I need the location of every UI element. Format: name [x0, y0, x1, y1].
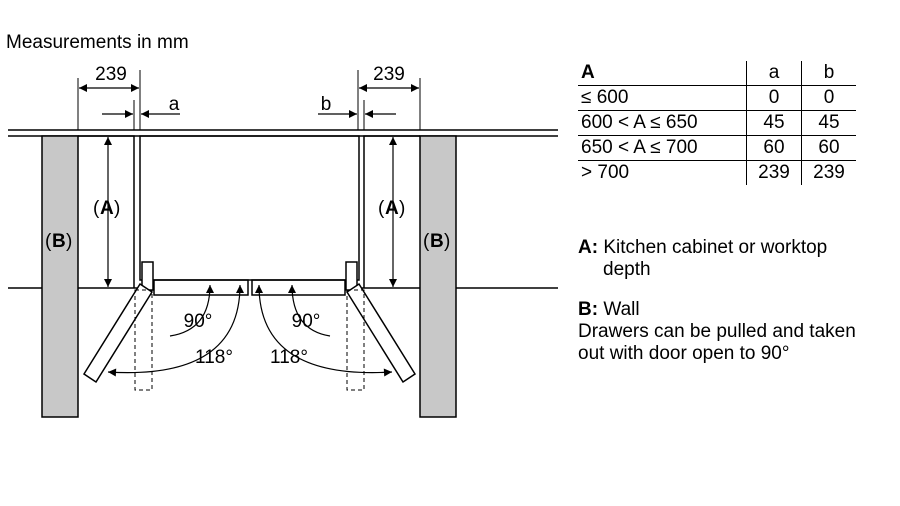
angle-90-right-label: 90°	[292, 311, 321, 332]
legend-a-key: A:	[578, 237, 599, 258]
angle-118-left-label: 118°	[195, 347, 233, 368]
svg-text:(: (	[378, 198, 385, 219]
legend-a-text: Kitchen cabinet or worktop	[603, 237, 828, 258]
gap-a-label: a	[169, 94, 180, 115]
svg-text:): )	[444, 231, 450, 252]
table-cell: > 700	[581, 162, 630, 183]
label-b-left: ( B )	[45, 231, 72, 252]
table-header-cell: a	[746, 61, 802, 86]
table-cell: 0	[801, 85, 856, 111]
wall-left	[41, 135, 79, 418]
legend-b-key: B:	[578, 299, 599, 320]
door-left	[82, 282, 154, 384]
table-row: ≤ 600 0 0	[578, 85, 856, 111]
wall-right	[419, 135, 457, 418]
svg-text:): )	[399, 198, 405, 219]
svg-text:A: A	[385, 198, 399, 219]
table-cell: 0	[746, 85, 802, 111]
cabinet-right	[363, 135, 420, 288]
table-row: 600 < A ≤ 650 45 45	[578, 110, 856, 136]
svg-text:B: B	[52, 231, 66, 252]
label-a-right: ( A )	[378, 198, 405, 219]
arc-118-left	[107, 284, 244, 377]
table-row: > 700 239 239	[578, 160, 856, 185]
cabinet-left	[78, 135, 135, 288]
legend-b-note-1: Drawers can be pulled and taken	[578, 321, 856, 342]
svg-text:B: B	[430, 231, 444, 252]
svg-text:(: (	[93, 198, 100, 219]
svg-text:(: (	[423, 231, 430, 252]
drawer-left	[153, 279, 249, 296]
page-title: Measurements in mm	[6, 32, 189, 53]
table-header-cell: A	[578, 61, 747, 86]
label-a-left: ( A )	[93, 198, 120, 219]
worktop	[8, 129, 558, 137]
table-cell: 239	[813, 162, 845, 183]
arc-118-right	[255, 284, 393, 377]
svg-text:(: (	[45, 231, 52, 252]
legend-b: B: Wall Drawers can be pulled and taken …	[578, 299, 856, 365]
door-90-outline	[134, 289, 365, 391]
svg-text:): )	[114, 198, 120, 219]
dim-239-right-label: 239	[373, 64, 405, 85]
installation-diagram: 239 239 a b ( A ) ( A ) ( B ) ( B ) 90° …	[8, 64, 558, 418]
gap-b-label: b	[321, 94, 332, 115]
table-cell: 60	[746, 135, 802, 161]
appliance-body	[139, 135, 360, 281]
legend-a-text-cont: depth	[603, 259, 651, 280]
measurement-table: A a b ≤ 600 0 0 600 < A ≤ 650 45 45 650 …	[578, 61, 856, 185]
table-cell: 45	[801, 110, 856, 136]
table-cell: 650 < A ≤ 700	[578, 135, 747, 161]
angle-90-left-label: 90°	[184, 311, 213, 332]
angle-118-right-label: 118°	[270, 347, 308, 368]
legend-a: A: Kitchen cabinet or worktop depth	[578, 237, 827, 281]
table-header-row: A a b	[578, 61, 856, 86]
legend-b-text: Wall	[603, 299, 640, 320]
table-cell: 600 < A ≤ 650	[578, 110, 747, 136]
legend-b-note-2: out with door open to 90°	[578, 343, 790, 364]
table-cell: 239	[746, 160, 802, 185]
table-header-cell: b	[801, 61, 856, 86]
drawer-right	[251, 279, 346, 296]
table-row: 650 < A ≤ 700 60 60	[578, 135, 856, 161]
dim-239-left-label: 239	[95, 64, 127, 85]
table-cell: ≤ 600	[578, 85, 747, 111]
label-b-right: ( B )	[423, 231, 450, 252]
table-cell: 45	[746, 110, 802, 136]
svg-text:): )	[66, 231, 72, 252]
svg-text:A: A	[100, 198, 114, 219]
door-right	[345, 282, 417, 384]
table-cell: 60	[801, 135, 856, 161]
